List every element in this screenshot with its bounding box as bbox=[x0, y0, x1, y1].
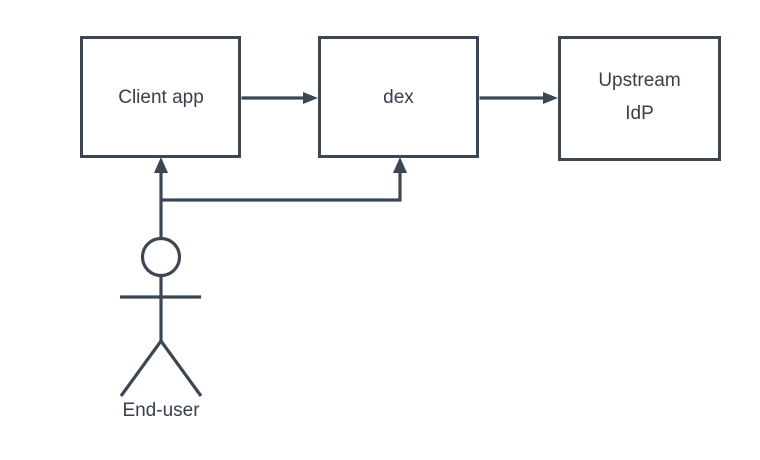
actor-end-user[interactable]: End-user bbox=[119, 236, 203, 422]
edge-dex-to-upstream-idp bbox=[479, 92, 558, 104]
actor-right-leg-icon bbox=[159, 340, 203, 397]
node-upstream-idp-label-line2: IdP bbox=[625, 103, 654, 124]
node-dex-box[interactable] bbox=[318, 36, 479, 158]
node-upstream-idp-label-line1: Upstream bbox=[598, 70, 680, 91]
actor-end-user-label: End-user bbox=[122, 400, 200, 421]
actor-head-icon bbox=[140, 236, 182, 278]
node-upstream-idp[interactable]: Upstream IdP bbox=[558, 36, 721, 161]
edge-client-app-to-dex bbox=[241, 92, 318, 104]
node-client-app-label: Client app bbox=[118, 87, 204, 108]
node-dex-label: dex bbox=[383, 87, 414, 108]
node-upstream-idp-box[interactable] bbox=[558, 36, 721, 161]
arrow-head-icon bbox=[303, 92, 318, 104]
node-client-app-box[interactable] bbox=[80, 36, 241, 158]
arrow-head-icon bbox=[154, 157, 168, 173]
actor-left-leg-icon bbox=[119, 340, 163, 397]
node-dex[interactable]: dex bbox=[318, 36, 479, 158]
edge-line bbox=[161, 172, 402, 202]
arrow-head-icon bbox=[543, 92, 558, 104]
edge-end-user-to-dex bbox=[161, 157, 407, 202]
node-client-app[interactable]: Client app bbox=[80, 36, 241, 158]
edge-end-user-to-client-app bbox=[154, 157, 168, 238]
arrow-head-icon bbox=[393, 157, 407, 173]
